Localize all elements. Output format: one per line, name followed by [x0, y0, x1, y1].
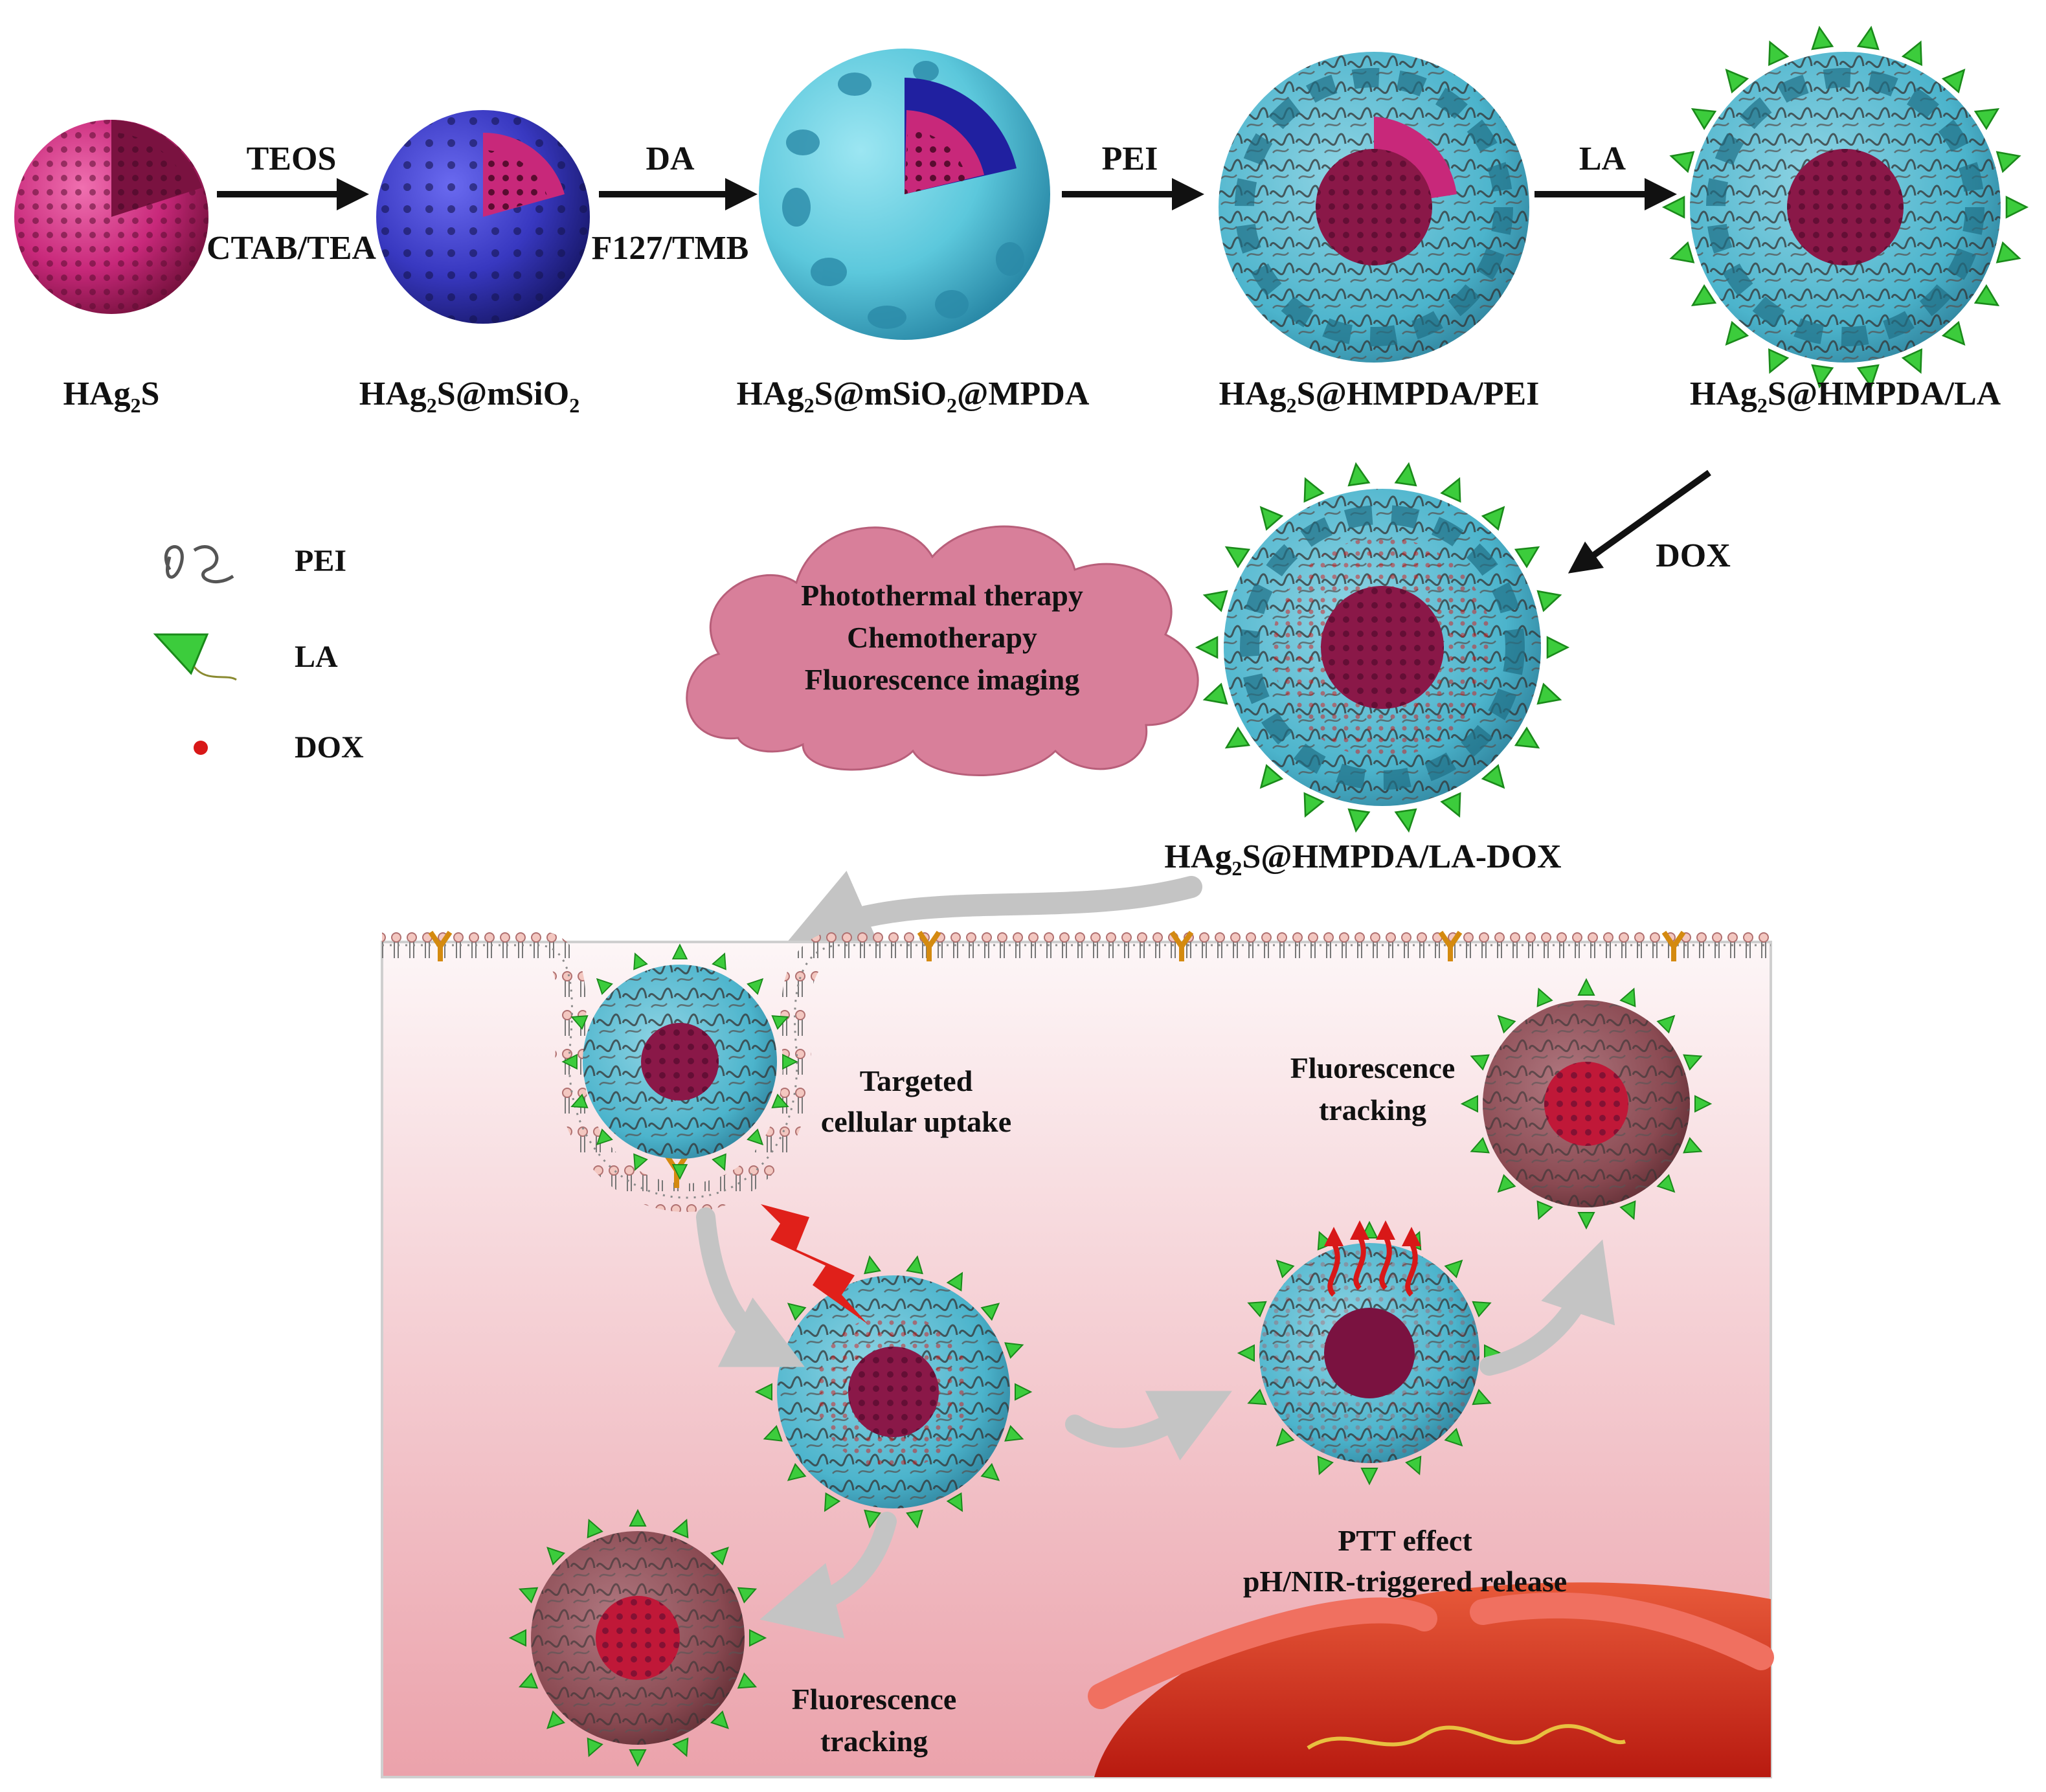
la-ligand-icon [1395, 462, 1420, 487]
tracking-bottom-line-2: tracking [820, 1725, 928, 1758]
step-dox-label: DOX [1656, 537, 1731, 574]
receptor-icons [428, 930, 1686, 1188]
particle-name-3: HAg2S@mSiO2@MPDA [737, 375, 1090, 417]
la-ligand-icon [1295, 792, 1324, 822]
la-ligand-icon [1902, 348, 1931, 377]
blood-vessel [1088, 1582, 1774, 1777]
particle-irradiated [756, 1255, 1031, 1529]
cloud-line-3: Fluorescence imaging [805, 663, 1080, 696]
step-2-bottom-label: F127/TMB [592, 230, 749, 267]
heat-arrows-icon [1327, 1235, 1418, 1297]
la-ligand-icon [1663, 196, 1685, 218]
la-ligand-icon [153, 633, 237, 681]
la-ligand-icon [1441, 473, 1470, 502]
tracking-bottom-line-1: Fluorescence [792, 1683, 957, 1716]
ptt-label-line-2: pH/NIR-triggered release [1243, 1565, 1567, 1598]
la-ligand-icon [1974, 100, 2005, 129]
la-ligand-icon [1902, 37, 1931, 66]
particle-name-4: HAg2S@HMPDA/PEI [1219, 375, 1540, 417]
la-ligand-icon [1536, 683, 1564, 710]
particle-name-2: HAg2S@mSiO2 [359, 375, 579, 417]
particle-name-5: HAg2S@HMPDA/LA [1690, 375, 2001, 417]
uptake-entry-arrow [783, 871, 1202, 952]
ptt-label-line-1: PTT effect [1338, 1524, 1472, 1557]
la-ligand-icon [1200, 683, 1228, 710]
step-1-bottom-label: CTAB/TEA [207, 230, 376, 267]
cloud-line-2: Chemotherapy [847, 621, 1037, 654]
particle-tracking-bottom [510, 1510, 766, 1766]
la-ligand-icon [1395, 808, 1420, 833]
dox-dot-icon [194, 741, 208, 755]
heat-arrowheads [1324, 1220, 1421, 1246]
la-ligand-icon [1481, 500, 1512, 530]
particle-uptake [562, 944, 798, 1180]
la-ligand-icon [1686, 100, 1716, 129]
la-ligand-icon [1546, 636, 1569, 658]
la-ligand-icon [1514, 727, 1545, 757]
legend: PEI LA DOX [153, 544, 364, 765]
la-ligand-icon [1667, 145, 1694, 173]
la-ligand-icon [1760, 37, 1789, 66]
la-ligand-icon [1196, 636, 1219, 658]
la-ligand-icon [1441, 792, 1470, 822]
particle-hag2s-hmpda-la [1663, 25, 2028, 389]
final-particle-name: HAg2S@HMPDA/LA-DOX [1164, 838, 1561, 880]
la-ligand-icon [1808, 25, 1834, 50]
la-ligand-icon [1974, 285, 2005, 315]
la-ligand-icon [1345, 462, 1370, 487]
la-ligand-icon [1942, 321, 1973, 352]
cell-panel: Targeted cellular uptake Fluorescence tr… [381, 930, 1774, 1778]
la-ligand-icon [1760, 348, 1789, 377]
particle-ptt [1238, 1222, 1501, 1484]
legend-label-dox: DOX [295, 730, 364, 765]
synthesis-arrows [217, 178, 1711, 574]
legend-label-pei: PEI [295, 544, 346, 578]
la-ligand-icon [1718, 321, 1749, 352]
la-ligand-icon [1536, 585, 1564, 612]
step-4-top-label: LA [1579, 140, 1626, 177]
la-ligand-icon [1200, 585, 1228, 612]
la-ligand-icon [1514, 537, 1545, 568]
therapy-cloud: Photothermal therapy Chemotherapy Fluore… [686, 525, 1199, 776]
nir-lightning-icon [761, 1204, 868, 1324]
la-ligand-icon [1295, 473, 1324, 502]
particle-tracking-top [1461, 979, 1711, 1229]
la-ligand-icon [1252, 500, 1283, 530]
la-ligand-icon [1996, 241, 2023, 269]
step-1-top-label: TEOS [247, 140, 337, 177]
la-ligand-icon [1481, 765, 1512, 795]
la-ligand-icon [1857, 25, 1882, 50]
la-ligand-icon [1220, 727, 1250, 757]
cloud-line-1: Photothermal therapy [801, 579, 1083, 612]
particle-hag2s [14, 120, 208, 314]
la-ligand-icon [1942, 62, 1973, 93]
tracking-top-line-2: tracking [1319, 1093, 1426, 1126]
uptake-label-line-2: cellular uptake [821, 1105, 1011, 1138]
particle-name-1: HAg2S [63, 375, 160, 417]
la-ligand-icon [1718, 62, 1749, 93]
la-ligand-icon [1686, 285, 1716, 315]
particle-hag2s-hmpda-pei [1219, 52, 1529, 363]
particle-hag2s-msio2 [376, 110, 590, 324]
uptake-label-line-1: Targeted [860, 1064, 973, 1097]
particle-hag2s-hmpda-la-dox [1196, 462, 1569, 833]
pei-chain-icon [164, 545, 234, 584]
legend-label-la: LA [295, 640, 338, 674]
la-ligand-icon [2005, 196, 2028, 218]
la-ligand-icon [1667, 241, 1694, 269]
particle-hag2s-msio2-mpda [759, 49, 1050, 340]
la-ligand-icon [1220, 537, 1250, 568]
step-2-top-label: DA [646, 140, 695, 177]
cell-flow-arrows [696, 1207, 1615, 1639]
tracking-top-line-1: Fluorescence [1290, 1051, 1456, 1084]
la-ligand-icon [1345, 808, 1370, 833]
la-ligand-icon [1996, 145, 2023, 173]
step-3-top-label: PEI [1102, 140, 1158, 177]
la-ligand-icon [1252, 765, 1283, 795]
